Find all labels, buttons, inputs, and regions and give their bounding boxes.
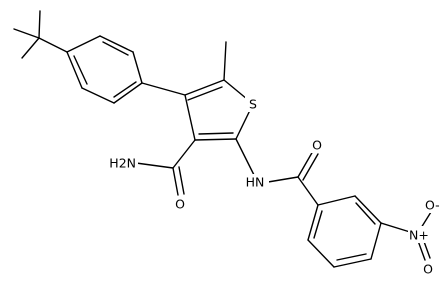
aryl-thiophene-bond bbox=[141, 82, 186, 96]
amide-oxygen-label: O bbox=[175, 197, 185, 212]
thiophene-ring bbox=[184, 79, 254, 141]
nitrophenyl-ring bbox=[307, 195, 382, 268]
nitro-oxygen-minus-label: O- bbox=[425, 198, 440, 213]
nh-carbonyl-bond bbox=[267, 176, 299, 183]
amide-nh-label: HN bbox=[246, 175, 265, 190]
nitro-nitrogen-label: N+ bbox=[409, 228, 429, 243]
nitro-oxygen-label: O bbox=[423, 262, 433, 277]
amide-nh2-label: H2N bbox=[109, 156, 136, 171]
carboxamide-group bbox=[135, 139, 196, 196]
thiophene-nh-bond bbox=[235, 138, 256, 178]
benzoyl-carbonyl bbox=[297, 150, 319, 206]
methyl-bond bbox=[223, 41, 227, 81]
benzoyl-oxygen-label: O bbox=[312, 138, 322, 153]
tert-butyl-group bbox=[13, 10, 68, 59]
tert-butylphenyl-ring bbox=[66, 35, 143, 104]
sulfur-atom-label: S bbox=[249, 97, 257, 112]
